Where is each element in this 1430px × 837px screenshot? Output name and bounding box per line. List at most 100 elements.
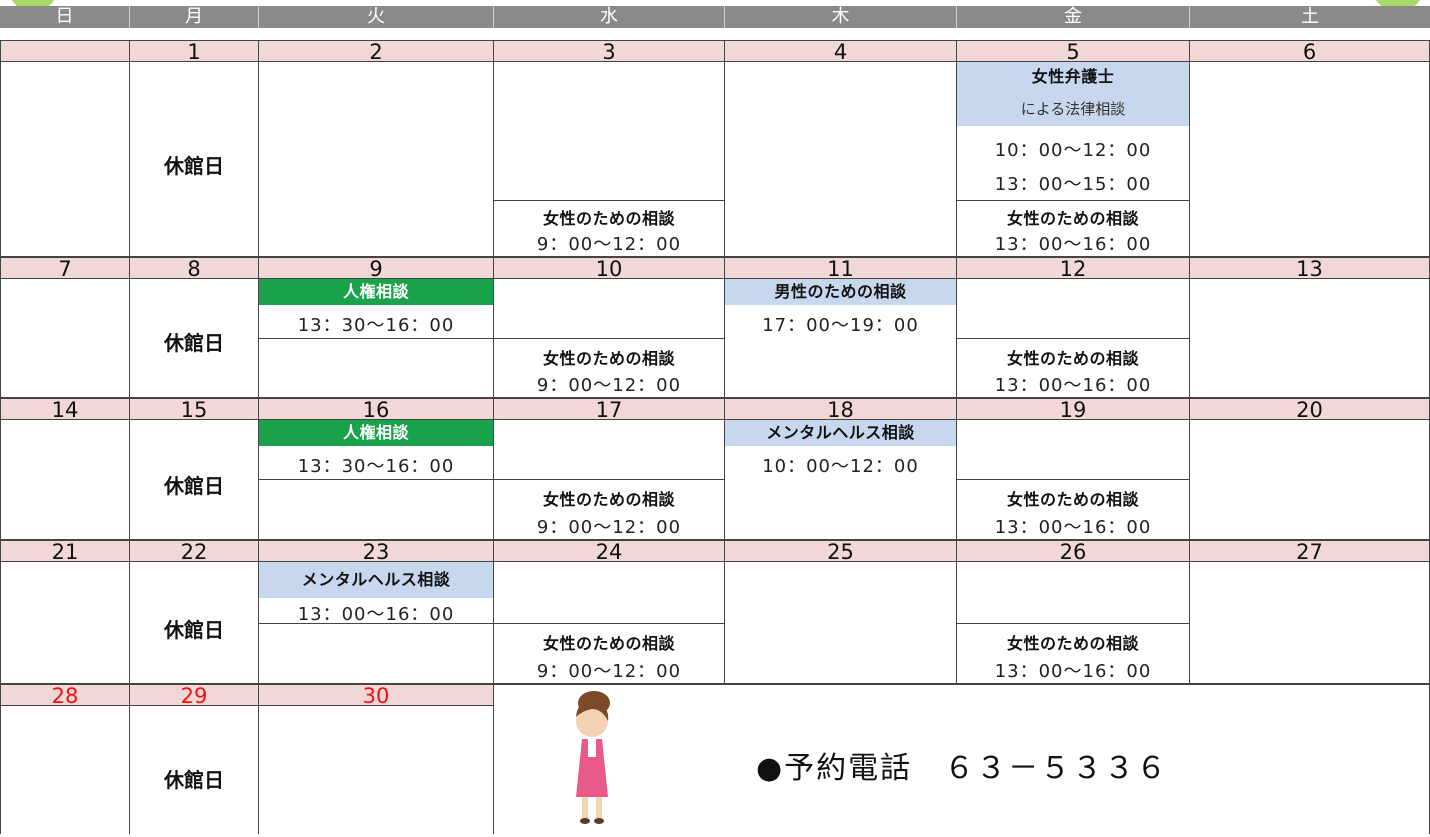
- womens-consult-title: 女性のための相談: [1006, 490, 1139, 509]
- day-cell: [0, 279, 130, 398]
- womens-consult-time: 9：00～12：00: [536, 234, 682, 255]
- date-cell: 12: [957, 257, 1190, 280]
- day-cell: [1190, 62, 1430, 257]
- day-cell: [0, 706, 130, 834]
- day-cell: 人権相談 13：30～16：00: [259, 420, 494, 540]
- day-cell-closed: 休館日: [130, 706, 259, 834]
- date-cell: 14: [0, 398, 130, 421]
- human-rights-time: 13：30～16：00: [297, 456, 455, 477]
- reservation-box: ●予約電話 ６３－５３３６: [494, 684, 1430, 834]
- womens-consult-time: 9：00～12：00: [536, 517, 682, 538]
- weekday-thu: 木: [725, 6, 957, 28]
- mental-health-title: メンタルヘルス相談: [259, 562, 493, 598]
- mental-health-time: 10：00～12：00: [762, 456, 919, 477]
- day-cell: 女性のための相談 13：00～16：00: [957, 279, 1190, 398]
- date-cell: 7: [0, 257, 130, 280]
- date-cell: 19: [957, 398, 1190, 421]
- day-cell: 女性のための相談 13：00～16：00: [957, 562, 1190, 684]
- date-cell: 11: [725, 257, 957, 280]
- date-cell: 5: [957, 40, 1190, 63]
- day-cell: 女性のための相談 9：00～12：00: [494, 420, 725, 540]
- date-cell: 18: [725, 398, 957, 421]
- weekday-mon: 月: [130, 6, 259, 28]
- day-cell: [0, 420, 130, 540]
- reservation-phone: ●予約電話 ６３－５３３６: [756, 751, 1169, 786]
- womens-consult-time: 9：00～12：00: [536, 661, 682, 682]
- womens-consult-time: 13：00～16：00: [994, 517, 1152, 538]
- day-cell: [1190, 279, 1430, 398]
- day-cell: [1190, 562, 1430, 684]
- date-cell: 4: [725, 40, 957, 63]
- day-cell: 女性のための相談 9：00～12：00: [494, 62, 725, 257]
- day-cell-closed: 休館日: [130, 62, 259, 257]
- womens-consult-title: 女性のための相談: [542, 349, 675, 368]
- day-cell-closed: 休館日: [130, 420, 259, 540]
- womens-consult-title: 女性のための相談: [542, 634, 675, 653]
- date-cell: 17: [494, 398, 725, 421]
- weekday-fri: 金: [957, 6, 1190, 28]
- closed-label: 休館日: [164, 768, 224, 792]
- date-cell: 26: [957, 540, 1190, 563]
- human-rights-title: 人権相談: [259, 420, 493, 446]
- human-rights-title: 人権相談: [259, 279, 493, 305]
- day-cell: メンタルヘルス相談 13：00～16：00: [259, 562, 494, 684]
- date-cell: 10: [494, 257, 725, 280]
- lawyer-consult-sub: による法律相談: [957, 92, 1189, 126]
- mental-health-title: メンタルヘルス相談: [725, 420, 956, 446]
- womens-consult-title: 女性のための相談: [542, 209, 675, 228]
- date-cell-holiday: 30: [259, 684, 494, 707]
- date-cell: 25: [725, 540, 957, 563]
- day-cell: メンタルヘルス相談 10：00～12：00: [725, 420, 957, 540]
- human-rights-time: 13：30～16：00: [297, 315, 455, 336]
- date-cell: 6: [1190, 40, 1430, 63]
- date-cell: 24: [494, 540, 725, 563]
- weekday-sat: 土: [1190, 6, 1430, 28]
- weekday-wed: 水: [494, 6, 725, 28]
- closed-label: 休館日: [164, 618, 224, 642]
- day-cell: [0, 562, 130, 684]
- womens-consult-time: 13：00～16：00: [994, 234, 1152, 255]
- receptionist-illustration-icon: [576, 691, 610, 824]
- day-cell: [259, 706, 494, 834]
- lawyer-consult-time-2: 13：00～15：00: [994, 174, 1152, 195]
- day-cell-closed: 休館日: [130, 279, 259, 398]
- day-cell-closed: 休館日: [130, 562, 259, 684]
- womens-consult-time: 13：00～16：00: [994, 661, 1152, 682]
- date-cell: 13: [1190, 257, 1430, 280]
- date-cell: 20: [1190, 398, 1430, 421]
- day-cell: [0, 62, 130, 257]
- date-cell: 8: [130, 257, 259, 280]
- closed-label: 休館日: [164, 154, 224, 178]
- date-cell: 27: [1190, 540, 1430, 563]
- weekday-tue: 火: [259, 6, 494, 28]
- womens-consult-title: 女性のための相談: [1006, 634, 1139, 653]
- day-cell: [259, 62, 494, 257]
- date-cell: 23: [259, 540, 494, 563]
- date-cell: 1: [130, 40, 259, 63]
- day-cell: [725, 62, 957, 257]
- closed-label: 休館日: [164, 474, 224, 498]
- mental-health-time: 13：00～16：00: [297, 604, 455, 625]
- date-cell-holiday: 28: [0, 684, 130, 707]
- date-cell: 15: [130, 398, 259, 421]
- day-cell: 女性のための相談 9：00～12：00: [494, 562, 725, 684]
- womens-consult-title: 女性のための相談: [542, 490, 675, 509]
- lawyer-consult-title: 女性弁護士: [957, 62, 1189, 92]
- day-cell: 女性弁護士 による法律相談 10：00～12：00 13：00～15：00 女性…: [957, 62, 1190, 257]
- day-cell: 女性のための相談 9：00～12：00: [494, 279, 725, 398]
- date-cell: 2: [259, 40, 494, 63]
- date-cell-holiday: 29: [130, 684, 259, 707]
- weekday-sun: 日: [0, 6, 130, 28]
- womens-consult-time: 9：00～12：00: [536, 375, 682, 396]
- mens-consult-time: 17：00～19：00: [762, 315, 919, 336]
- day-cell: 女性のための相談 13：00～16：00: [957, 420, 1190, 540]
- day-cell: 人権相談 13：30～16：00: [259, 279, 494, 398]
- lawyer-consult-time-1: 10：00～12：00: [994, 140, 1152, 161]
- date-cell: 16: [259, 398, 494, 421]
- womens-consult-time: 13：00～16：00: [994, 375, 1152, 396]
- date-cell: 9: [259, 257, 494, 280]
- closed-label: 休館日: [164, 331, 224, 355]
- womens-consult-title: 女性のための相談: [1006, 209, 1139, 228]
- mens-consult-title: 男性のための相談: [725, 279, 956, 305]
- day-cell: 男性のための相談 17：00～19：00: [725, 279, 957, 398]
